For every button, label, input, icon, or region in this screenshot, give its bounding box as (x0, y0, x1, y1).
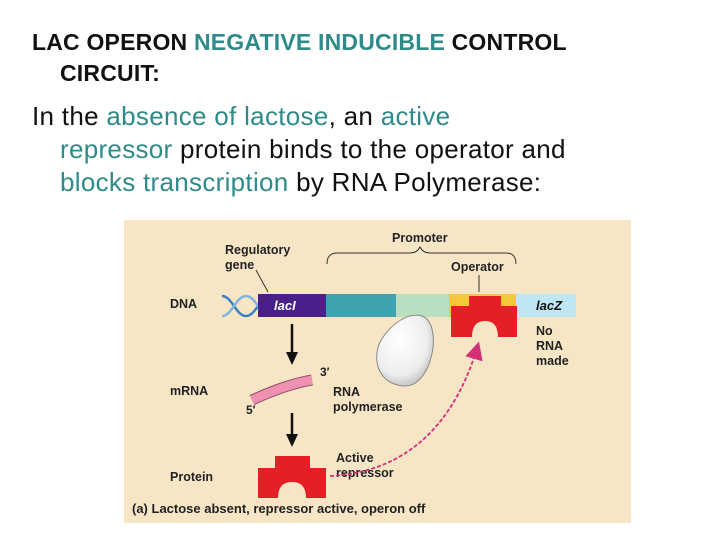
no-rna-made-label: No RNA made (536, 324, 569, 368)
promoter-bracket (326, 245, 517, 265)
lac-operon-figure: Regulatory gene Promoter Operator DNA la… (124, 220, 631, 528)
five-prime-label: 5′ (246, 403, 256, 417)
bound-repressor (451, 296, 517, 337)
active-repressor-protein (258, 456, 326, 498)
dna-label: DNA (170, 297, 197, 311)
protein-label: Protein (170, 470, 213, 484)
promoter-label: Promoter (392, 231, 448, 245)
operator-label: Operator (451, 260, 504, 274)
body-text-2: , an (328, 101, 381, 131)
mrna-strand (250, 375, 313, 405)
title-part2: CONTROL (445, 29, 567, 55)
rna-polymerase-shape (376, 314, 434, 387)
body-highlight-blocks: blocks transcription (60, 167, 289, 197)
body-text-1: In the (32, 101, 107, 131)
slide-body: In the absence of lactose, an active rep… (32, 100, 712, 199)
figure-background (124, 220, 631, 523)
promoter-region-teal (326, 294, 396, 317)
title-line2: CIRCUIT: (60, 60, 160, 86)
repressor-binding-arrow (329, 341, 483, 477)
body-highlight-repressor: repressor (60, 134, 173, 164)
lacz-label: lacZ (536, 298, 563, 313)
regulatory-gene-leader (255, 269, 269, 293)
transcription-arrow-head (286, 352, 298, 365)
figure-caption: (a) Lactose absent, repressor active, op… (132, 501, 426, 516)
body-text-3: protein binds to the operator and (172, 134, 566, 164)
laci-label: lacI (274, 298, 296, 313)
three-prime-label: 3′ (320, 365, 330, 379)
body-highlight-active: active (380, 101, 451, 131)
promoter-region-green (396, 294, 449, 317)
laci-gene (258, 294, 326, 317)
lac-operon-diagram: Regulatory gene Promoter Operator DNA la… (124, 220, 631, 523)
body-text-4: by RNA Polymerase: (288, 167, 542, 197)
title-part1: LAC OPERON (32, 29, 194, 55)
regulatory-gene-label: Regulatory gene (225, 243, 294, 272)
mrna-label: mRNA (170, 384, 208, 398)
rna-polymerase-label: RNA polymerase (333, 385, 403, 414)
title-highlight: NEGATIVE INDUCIBLE (193, 29, 446, 55)
translation-arrow-head (286, 434, 298, 447)
body-highlight-absence: absence of lactose (106, 101, 329, 131)
slide-title: LAC OPERON NEGATIVE INDUCIBLE CONTROL CI… (32, 27, 692, 89)
lacz-gene (516, 294, 576, 317)
active-repressor-label: Active repressor (336, 451, 394, 480)
